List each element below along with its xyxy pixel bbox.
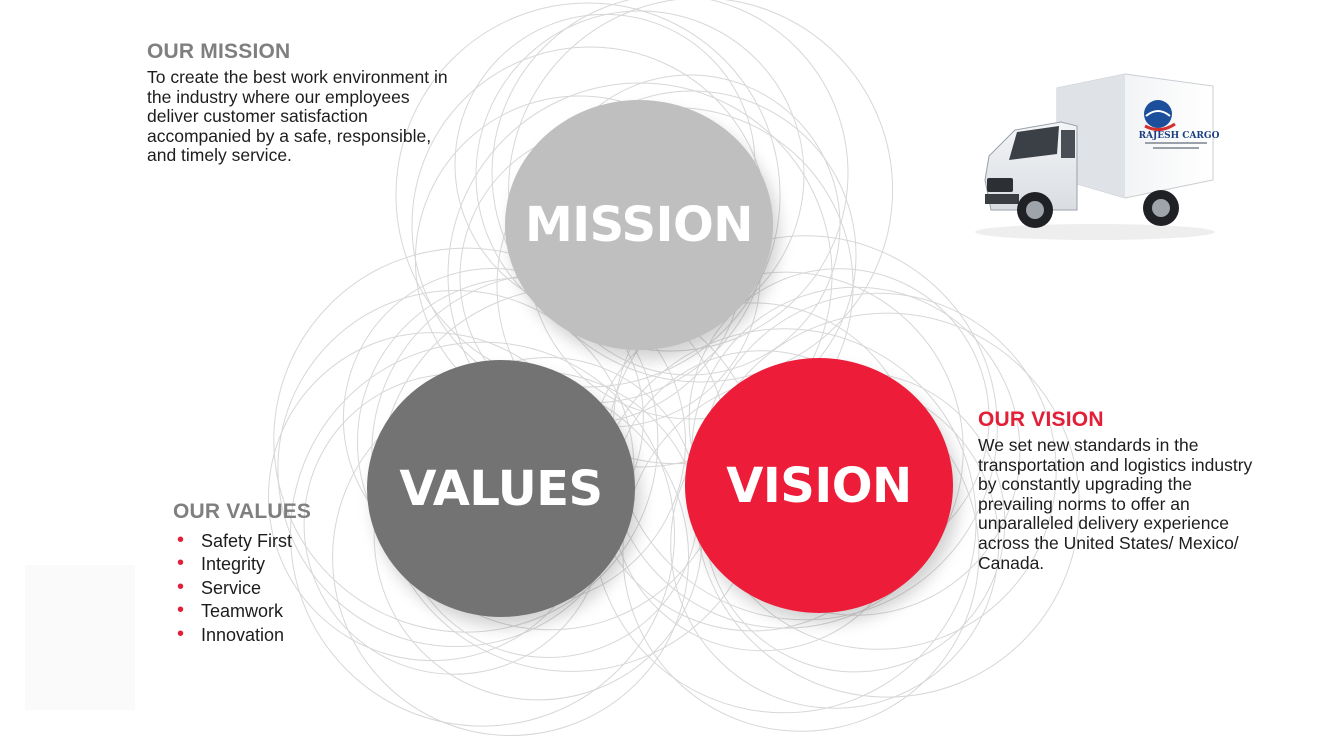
mission-line: deliver customer satisfaction [147, 106, 368, 127]
mission-line: To create the best work environment in [147, 67, 448, 87]
mission-circle-label: MISSION [525, 197, 753, 253]
decorative-ring [277, 290, 635, 647]
vision-text: We set new standards in the transportati… [978, 435, 1323, 573]
faint-background-box [25, 565, 135, 710]
mission-line: accompanied by a safe, responsible, [147, 125, 432, 146]
vision-line: by constantly upgrading the [978, 474, 1193, 495]
vision-line: across the United States/ Mexico/ [978, 532, 1239, 553]
mission-line: and timely service. [147, 145, 292, 166]
decorative-ring [447, 82, 833, 468]
values-item-label: Innovation [201, 624, 285, 645]
bullet-icon: • [177, 599, 185, 622]
values-list-item: • Safety First [173, 529, 393, 553]
values-list-item: • Integrity [173, 552, 393, 576]
values-circle: VALUES [367, 360, 635, 617]
decorative-ring [273, 247, 659, 633]
vision-line: transportation and logistics industry [978, 454, 1253, 475]
values-item-label: Integrity [201, 554, 266, 575]
mission-text: To create the best work environment in t… [147, 67, 527, 166]
truck-image: RAJESH CARGO [965, 60, 1225, 250]
decorative-ring [491, 0, 849, 352]
vision-line: prevailing norms to offer an [978, 493, 1190, 514]
bullet-icon: • [177, 529, 185, 551]
values-list-item: • Teamwork [173, 599, 393, 623]
values-circle-label: VALUES [399, 460, 603, 517]
values-item-label: Safety First [201, 531, 293, 551]
mission-heading: OUR MISSION [147, 40, 291, 63]
values-list-item: • Service [173, 575, 393, 600]
values-list-item: • Innovation [173, 622, 393, 647]
mission-line: the industry where our employees [147, 86, 410, 107]
decorative-ring [508, 0, 894, 383]
vision-line: unparalleled delivery experience [978, 513, 1229, 534]
values-item-label: Service [201, 577, 262, 598]
vision-block: OUR VISION We set new standards in the t… [978, 408, 1323, 573]
mission-block: OUR MISSION To create the best work envi… [147, 40, 527, 166]
values-block: OUR VALUES • Safety First • Integrity • Ser… [173, 500, 393, 647]
values-item-label: Teamwork [201, 601, 284, 622]
truck-brand-text: RAJESH CARGO [1139, 131, 1220, 141]
values-heading: OUR VALUES [173, 500, 312, 523]
vision-circle: VISION [685, 358, 953, 613]
vision-heading: OUR VISION [978, 408, 1104, 431]
vision-circle-label: VISION [726, 457, 912, 514]
bullet-icon: • [177, 552, 185, 575]
values-list: • Safety First • Integrity • Service • Teamw… [173, 529, 393, 647]
decorative-ring [395, 2, 781, 388]
mission-circle: MISSION [505, 100, 773, 350]
vision-line: We set new standards in the [978, 435, 1199, 455]
delivery-truck-icon: RAJESH CARGO [975, 73, 1220, 240]
vision-line: Canada. [978, 552, 1045, 573]
bullet-icon: • [177, 575, 185, 598]
bullet-icon: • [177, 622, 185, 645]
